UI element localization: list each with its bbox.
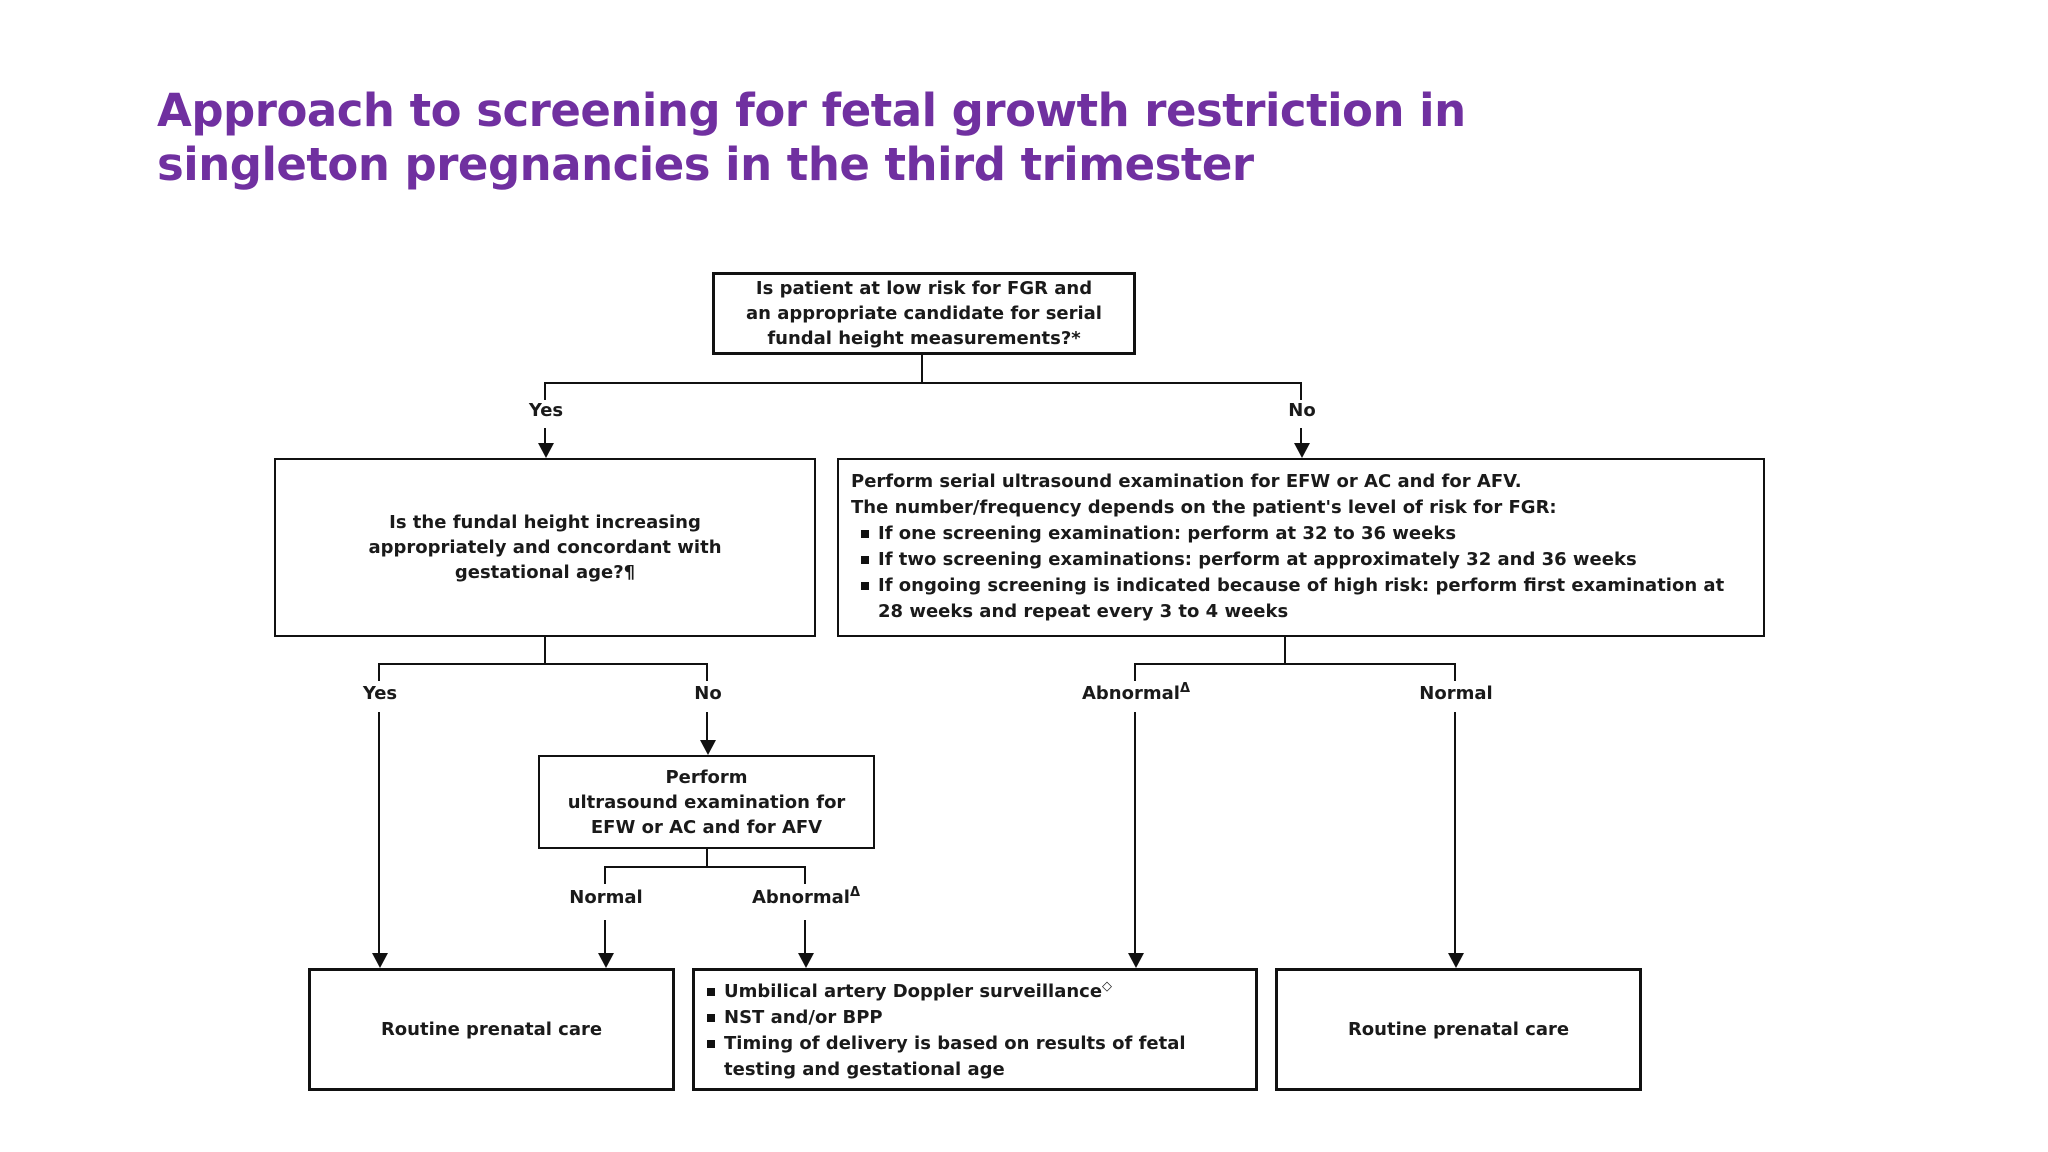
bullet-text: If two screening examinations: perform a…	[878, 549, 1637, 570]
us-exam-line: ultrasound examination for	[567, 791, 846, 813]
label-yes: Yes	[362, 683, 398, 704]
bullet-square-icon	[707, 1040, 715, 1048]
q2-line: Is the fundal height increasing	[389, 512, 701, 533]
flow-line	[544, 637, 546, 663]
bullet-text: NST and/or BPP	[724, 1007, 883, 1028]
label-normal-text: Normal	[569, 887, 643, 908]
arrow-down-icon	[798, 953, 814, 968]
bullet-text: If ongoing screening is indicated becaus…	[878, 575, 1725, 622]
bullet-square-icon	[861, 582, 869, 590]
q2-line: appropriately and concordant with	[368, 537, 722, 558]
bullet-square-icon	[861, 530, 869, 538]
flow-line	[1454, 712, 1456, 953]
label-normal: Normal	[569, 887, 642, 908]
flow-line	[1134, 712, 1136, 953]
us-exam-line: Perform	[665, 766, 748, 788]
arrow-down-icon	[598, 953, 614, 968]
flow-line	[706, 663, 708, 681]
flow-line	[921, 355, 923, 382]
flow-line	[604, 866, 806, 868]
diamond-sup-icon: ◇	[1102, 979, 1113, 994]
list-item: Timing of delivery is based on results o…	[707, 1031, 1243, 1083]
flow-line	[378, 712, 380, 953]
flow-line	[378, 663, 708, 665]
flow-line	[544, 428, 546, 444]
flow-line	[1454, 663, 1456, 681]
routine-care-left-box: Routine prenatal care	[308, 968, 675, 1091]
label-no: No	[694, 683, 722, 704]
list-item: If one screening examination: perform at…	[861, 521, 1751, 547]
flow-line	[1134, 663, 1136, 681]
flow-line	[706, 712, 708, 740]
label-normal: Normal	[1419, 683, 1492, 704]
flow-line	[378, 663, 380, 681]
flow-line	[544, 382, 546, 400]
page-title-line2: singleton pregnancies in the third trime…	[157, 138, 1254, 191]
serial-intro-line: Perform serial ultrasound examination fo…	[851, 471, 1522, 492]
delta-sup-icon: Δ	[849, 885, 861, 900]
serial-intro-line: The number/frequency depends on the pati…	[851, 497, 1557, 518]
arrow-down-icon	[1448, 953, 1464, 968]
q1-line: fundal height measurements?*	[767, 328, 1081, 349]
arrow-down-icon	[538, 443, 554, 458]
q1-low-risk-box: Is patient at low risk for FGR and an ap…	[712, 272, 1136, 355]
page-title: Approach to screening for fetal growth r…	[157, 84, 1466, 192]
label-no: No	[1288, 400, 1316, 421]
label-abnormal: AbnormalΔ	[751, 885, 861, 908]
bullet-text: Umbilical artery Doppler surveillance◇	[724, 979, 1112, 1005]
flow-line	[706, 849, 708, 866]
label-abnormal: AbnormalΔ	[1081, 681, 1191, 704]
label-normal-text: Normal	[1419, 683, 1493, 704]
list-item: Umbilical artery Doppler surveillance◇	[707, 979, 1243, 1005]
flow-line	[604, 920, 606, 953]
q1-line: an appropriate candidate for serial	[746, 303, 1102, 324]
delta-sup-icon: Δ	[1179, 681, 1191, 696]
q2-line: gestational age?¶	[454, 562, 636, 583]
flow-line	[1134, 663, 1456, 665]
bullet-square-icon	[707, 1014, 715, 1022]
routine-care-right-box: Routine prenatal care	[1275, 968, 1642, 1091]
flow-line	[1300, 428, 1302, 444]
list-item: NST and/or BPP	[707, 1005, 1243, 1031]
serial-ultrasound-text: Perform serial ultrasound examination fo…	[839, 460, 1763, 634]
list-item: If two screening examinations: perform a…	[861, 547, 1751, 573]
us-exam-line: EFW or AC and for AFV	[590, 816, 823, 838]
flow-line	[1284, 637, 1286, 663]
label-abnormal-text: Abnormal	[1081, 683, 1180, 704]
label-yes: Yes	[528, 400, 564, 421]
arrow-down-icon	[372, 953, 388, 968]
arrow-down-icon	[700, 740, 716, 755]
q1-line: Is patient at low risk for FGR and	[755, 278, 1093, 299]
flow-line	[544, 382, 1302, 384]
bullet-square-icon	[707, 988, 715, 996]
bullet-text: If one screening examination: perform at…	[878, 523, 1457, 544]
routine-care-text: Routine prenatal care	[380, 1019, 603, 1040]
flow-line	[604, 866, 606, 884]
doppler-text: Umbilical artery Doppler surveillance	[724, 981, 1103, 1002]
serial-ultrasound-box: Perform serial ultrasound examination fo…	[837, 458, 1765, 637]
bullet-square-icon	[861, 556, 869, 564]
arrow-down-icon	[1294, 443, 1310, 458]
page-title-line1: Approach to screening for fetal growth r…	[157, 84, 1466, 137]
flow-line	[804, 920, 806, 953]
routine-care-text: Routine prenatal care	[1347, 1019, 1570, 1040]
flow-line	[804, 866, 806, 884]
surveillance-box: Umbilical artery Doppler surveillance◇ N…	[692, 968, 1258, 1091]
flow-line	[1300, 382, 1302, 400]
bullet-text: Timing of delivery is based on results o…	[724, 1033, 1186, 1080]
surveillance-text: Umbilical artery Doppler surveillance◇ N…	[695, 971, 1255, 1091]
ultrasound-exam-box: Perform ultrasound examination for EFW o…	[538, 755, 875, 849]
label-abnormal-text: Abnormal	[751, 887, 850, 908]
serial-bullet-list: If one screening examination: perform at…	[861, 521, 1751, 625]
list-item: If ongoing screening is indicated becaus…	[861, 573, 1751, 625]
arrow-down-icon	[1128, 953, 1144, 968]
q2-fundal-height-box: Is the fundal height increasing appropri…	[274, 458, 816, 637]
